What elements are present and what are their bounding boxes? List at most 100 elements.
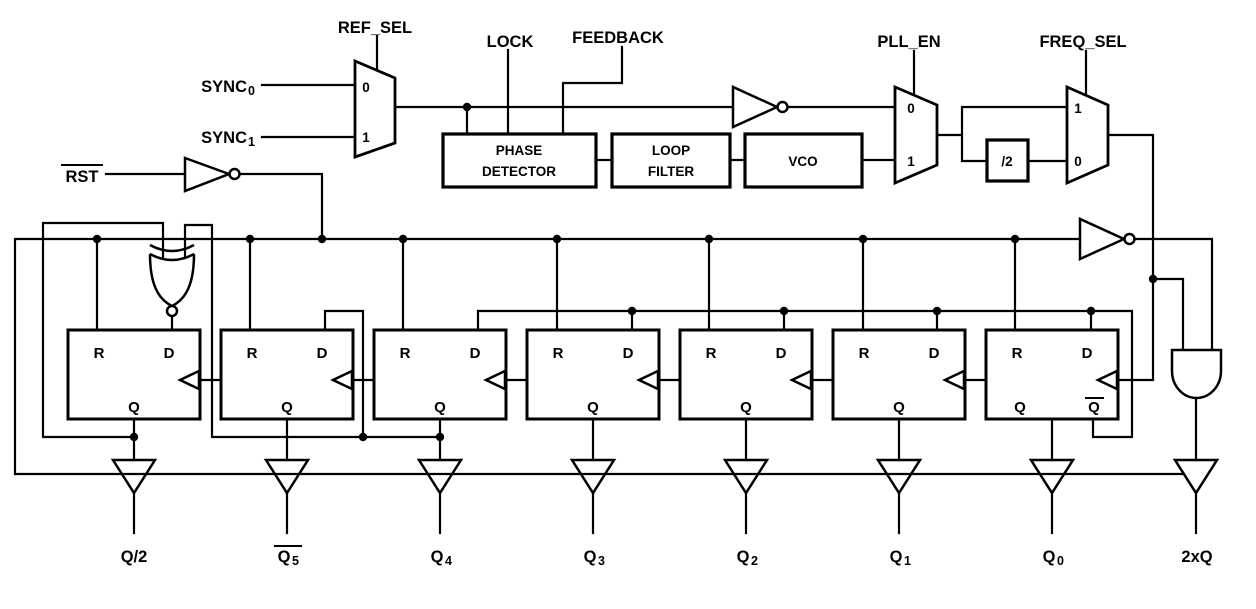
freq-sel-mux-body bbox=[1065, 84, 1110, 186]
out-q-div2: Q/2 bbox=[121, 548, 148, 566]
flipflop-1 bbox=[831, 328, 967, 421]
clock-input-icon bbox=[483, 369, 507, 391]
inverter-bubble bbox=[1123, 232, 1136, 246]
buffer-2xq bbox=[1172, 458, 1220, 496]
pin-d: D bbox=[317, 345, 328, 362]
lock-label: LOCK bbox=[487, 33, 534, 51]
vco-label: VCO bbox=[788, 154, 817, 169]
phase-detector-label-1: PHASE bbox=[496, 143, 543, 158]
pin-d: D bbox=[164, 345, 175, 362]
rst-inverter bbox=[183, 156, 241, 193]
pll-en-mux bbox=[893, 84, 939, 186]
ff0-pins: R D Q Q bbox=[1012, 345, 1104, 416]
pll-en-port-1: 1 bbox=[907, 154, 915, 169]
freq-sel-port-0: 0 bbox=[1074, 154, 1082, 169]
flipflop-2 bbox=[678, 328, 814, 421]
and-gate bbox=[1170, 348, 1223, 400]
freq-sel-label: FREQ_SEL bbox=[1039, 33, 1126, 51]
flipflop-4 bbox=[372, 328, 508, 421]
sync1-subscript: 1 bbox=[248, 135, 255, 149]
ref-sel-mux-body bbox=[353, 58, 397, 159]
pll-en-port-0: 0 bbox=[907, 101, 915, 116]
out-q5: Q bbox=[278, 548, 291, 566]
wiring bbox=[13, 34, 1214, 535]
buffer-q5 bbox=[263, 458, 311, 496]
pin-r: R bbox=[1012, 345, 1023, 362]
pin-d: D bbox=[776, 345, 787, 362]
sync0-label: SYNC bbox=[201, 78, 247, 96]
clock-input-icon bbox=[942, 369, 966, 391]
pin-d: D bbox=[1082, 345, 1093, 362]
buffer-q4 bbox=[416, 458, 464, 496]
buffer-q3 bbox=[569, 458, 617, 496]
pll-en-mux-body bbox=[893, 84, 939, 186]
vco-box bbox=[743, 132, 864, 189]
buffer-q2 bbox=[722, 458, 770, 496]
out-q4: Q bbox=[431, 548, 444, 566]
pin-d: D bbox=[623, 345, 634, 362]
flipflop-3 bbox=[525, 328, 661, 421]
flipflop-chain bbox=[66, 328, 1120, 421]
rst-label: RST bbox=[66, 168, 99, 186]
inverter-bubble bbox=[228, 167, 241, 181]
pin-q: Q bbox=[587, 399, 599, 416]
ff4-pins: R D Q bbox=[400, 345, 481, 416]
pll-section-wires bbox=[260, 34, 1214, 382]
xnor-bubble bbox=[165, 304, 179, 318]
phase-detector-label-2: DETECTOR bbox=[482, 164, 556, 179]
out-q3-sub: 3 bbox=[598, 554, 605, 568]
reset-bus-wires bbox=[13, 172, 1186, 476]
loop-filter-box bbox=[610, 132, 732, 189]
ref-sel-label: REF_SEL bbox=[338, 19, 412, 37]
flipflop-5 bbox=[219, 328, 355, 421]
clock-input-icon bbox=[330, 369, 354, 391]
clock-input-icon bbox=[636, 369, 660, 391]
vco-feedback-inverter bbox=[731, 85, 789, 129]
output-gating-inverter bbox=[1078, 217, 1136, 261]
output-labels: Q/2 Q 5 Q 4 Q 3 Q 2 Q 1 Q 0 2xQ bbox=[121, 545, 1213, 568]
pin-r: R bbox=[94, 345, 105, 362]
pll-en-label: PLL_EN bbox=[877, 33, 940, 51]
out-q4-sub: 4 bbox=[445, 554, 452, 568]
pin-q: Q bbox=[740, 399, 752, 416]
out-q1: Q bbox=[890, 548, 903, 566]
feedback-chain-wires bbox=[41, 221, 1134, 439]
ff2-pins: R D Q bbox=[706, 345, 787, 416]
sync0-subscript: 0 bbox=[248, 84, 255, 98]
freq-sel-port-1: 1 bbox=[1074, 101, 1082, 116]
clock-input-icon bbox=[177, 369, 201, 391]
output-buffers bbox=[110, 458, 1220, 496]
pin-q: Q bbox=[434, 399, 446, 416]
inverter-bubble bbox=[776, 100, 789, 114]
divide-by-2-box bbox=[985, 138, 1030, 183]
out-q1-sub: 1 bbox=[904, 554, 911, 568]
phase-detector-box bbox=[441, 132, 598, 189]
buffer-q0 bbox=[1028, 458, 1076, 496]
pin-r: R bbox=[553, 345, 564, 362]
out-2xq: 2xQ bbox=[1181, 548, 1212, 566]
out-q2: Q bbox=[737, 548, 750, 566]
clock-input-icon bbox=[789, 369, 813, 391]
pin-d: D bbox=[929, 345, 940, 362]
flipflop-0 bbox=[984, 328, 1120, 421]
xnor-gate bbox=[148, 243, 196, 318]
pin-q: Q bbox=[281, 399, 293, 416]
ref-sel-mux bbox=[353, 58, 397, 159]
ff5-pins: R D Q bbox=[247, 345, 328, 416]
pin-r: R bbox=[706, 345, 717, 362]
divide-by-2-label: /2 bbox=[1001, 154, 1012, 169]
pin-r: R bbox=[859, 345, 870, 362]
junction-dots bbox=[92, 102, 1158, 442]
clock-input-icon bbox=[1095, 369, 1119, 391]
buffer-q1 bbox=[875, 458, 923, 496]
ff1-pins: R D Q bbox=[859, 345, 940, 416]
labels: REF_SEL SYNC 0 SYNC 1 RST LOCK FEEDBACK … bbox=[61, 19, 1213, 568]
ref-sel-port-1: 1 bbox=[362, 130, 370, 145]
ff3-pins: R D Q bbox=[553, 345, 634, 416]
pin-q: Q bbox=[1014, 399, 1026, 416]
out-q2-sub: 2 bbox=[751, 554, 758, 568]
loop-filter-label-1: LOOP bbox=[652, 143, 690, 158]
out-q5-sub: 5 bbox=[292, 554, 299, 568]
pin-r: R bbox=[400, 345, 411, 362]
